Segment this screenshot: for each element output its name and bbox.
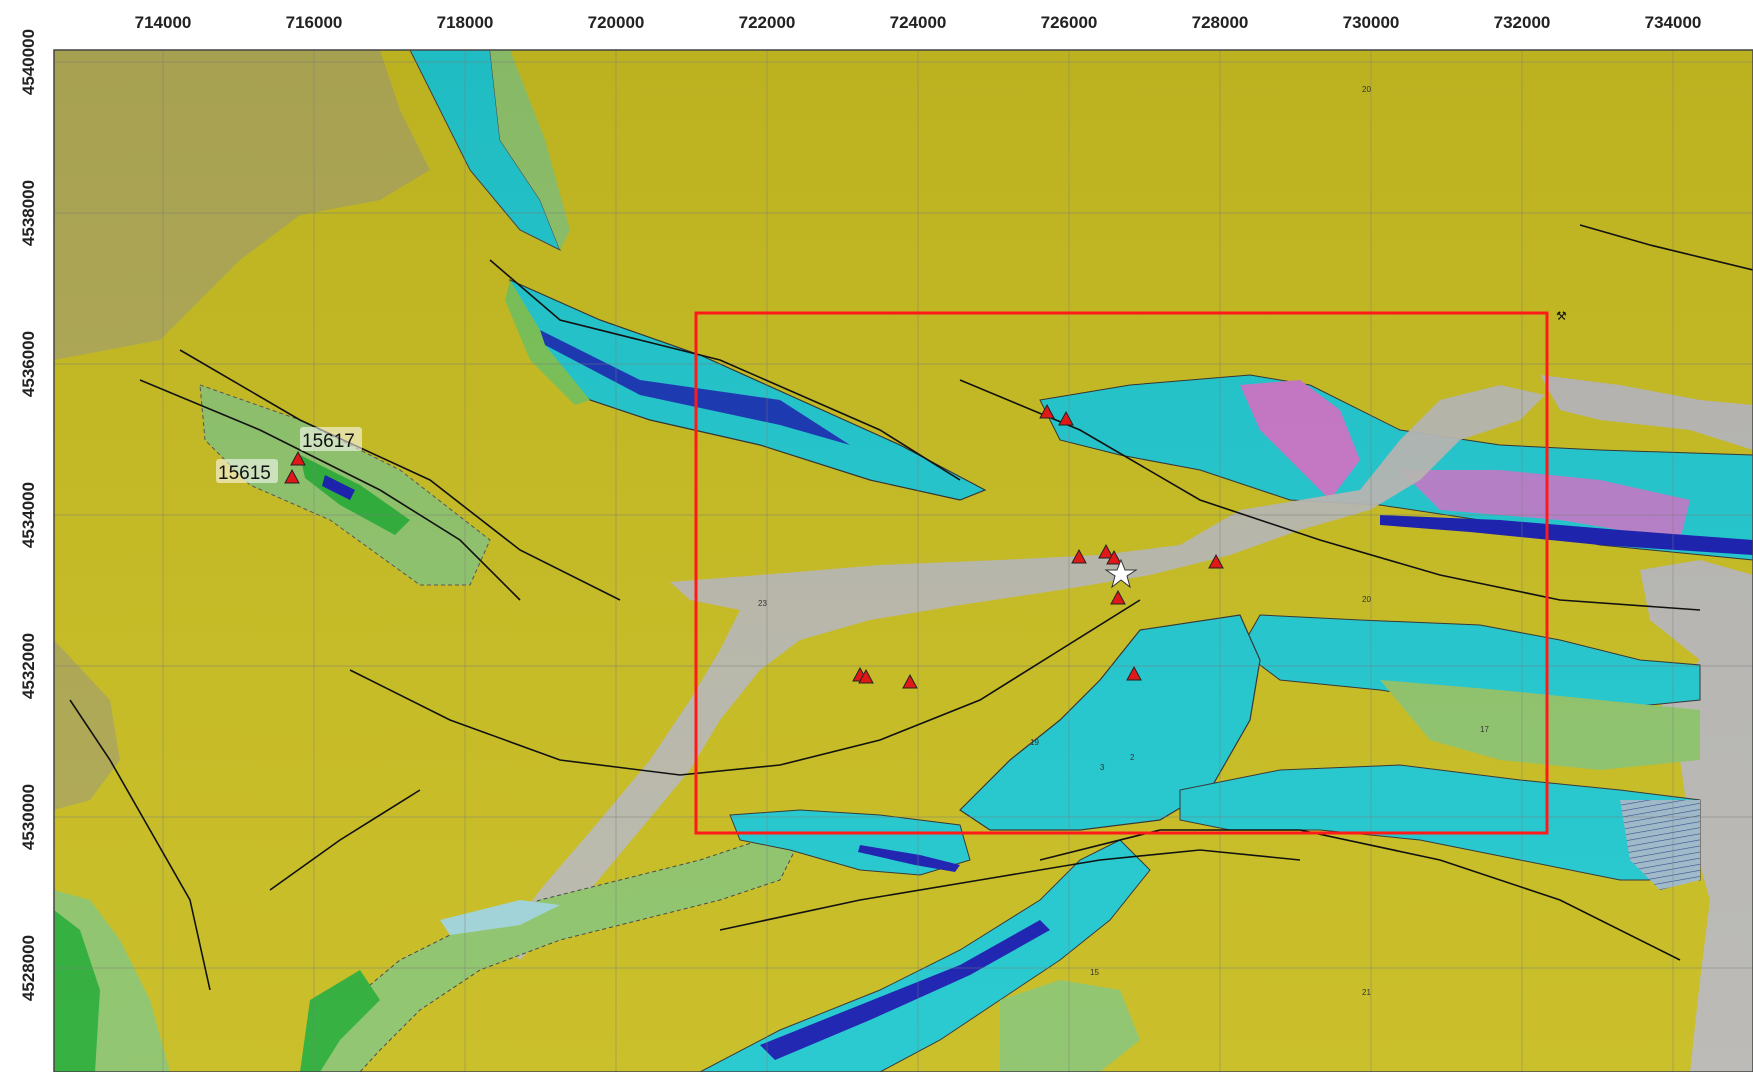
unit-number: 20 (1362, 595, 1371, 604)
unit-number: 20 (1362, 85, 1371, 94)
y-tick-label: 4528000 (19, 935, 38, 1001)
structure-lines (69, 224, 1753, 991)
fold-axis-icon (959, 379, 1701, 611)
x-tick-label: 716000 (286, 13, 343, 32)
fold-axis-icon (269, 789, 421, 891)
x-tick-label: 718000 (437, 13, 494, 32)
study-area-box (694, 311, 1549, 835)
fold-axis-icon (719, 849, 1301, 931)
x-tick-label: 730000 (1343, 13, 1400, 32)
x-tick-label: 720000 (588, 13, 645, 32)
fault-line (69, 699, 211, 991)
site-triangle-icon (284, 468, 300, 484)
thrust-fault-icon (489, 259, 961, 481)
fold-axis-icon (139, 379, 521, 601)
site-triangle-icon (1039, 403, 1055, 419)
y-tick-label: 4534000 (19, 482, 38, 548)
y-tick-label: 4530000 (19, 784, 38, 850)
x-tick-label: 726000 (1041, 13, 1098, 32)
site-triangle-icon (1071, 548, 1087, 564)
y-tick-label: 4538000 (19, 180, 38, 246)
unit-number: 23 (758, 599, 767, 608)
site-triangle-icon (1110, 589, 1126, 605)
unit-number: 21 (1362, 988, 1371, 997)
site-label-group: 15617 15615 (216, 427, 362, 484)
site-triangle-icon (1098, 543, 1114, 559)
y-tick-label: 4536000 (19, 331, 38, 397)
x-tick-label: 728000 (1192, 13, 1249, 32)
map-grid (54, 50, 1753, 1072)
x-tick-label: 734000 (1645, 13, 1702, 32)
star-icon (1104, 558, 1138, 589)
site-triangle-icon (1106, 549, 1122, 565)
site-triangle-icon (290, 450, 306, 466)
fold-axis-icon (1579, 224, 1753, 271)
x-tick-label: 724000 (890, 13, 947, 32)
fold-axis-icon (349, 599, 1141, 776)
site-label: 15615 (218, 463, 271, 484)
site-triangle-icon (1208, 553, 1224, 569)
y-tick-label: 4532000 (19, 633, 38, 699)
unit-number: 15 (1090, 968, 1099, 977)
x-tick-label: 722000 (739, 13, 796, 32)
x-tick-label: 732000 (1494, 13, 1551, 32)
site-label: 15617 (302, 431, 355, 452)
x-axis-ticks: 714000 716000 718000 720000 722000 72400… (135, 13, 1702, 32)
site-triangle-icon (902, 673, 918, 689)
y-tick-label: 4540000 (19, 29, 38, 95)
mine-icon: ⚒ (1556, 309, 1567, 323)
unit-number: 2 (1130, 753, 1135, 762)
site-triangle-icon (858, 668, 874, 684)
site-triangle-icon (1126, 665, 1142, 681)
fold-axis-icon (1039, 829, 1681, 961)
x-tick-label: 714000 (135, 13, 192, 32)
unit-number: 3 (1100, 763, 1105, 772)
thrust-fault-icon (179, 349, 621, 601)
hillshade-overlay (54, 50, 1753, 1072)
y-axis-ticks: 4540000 4538000 4536000 4534000 4532000 … (19, 29, 38, 1001)
unit-number: 17 (1480, 725, 1489, 734)
site-triangle-icon (1058, 410, 1074, 426)
unit-labels: 20 23 21 15 17 2 3 19 20 (758, 85, 1489, 997)
unit-number: 19 (1030, 738, 1039, 747)
site-markers (284, 403, 1224, 689)
